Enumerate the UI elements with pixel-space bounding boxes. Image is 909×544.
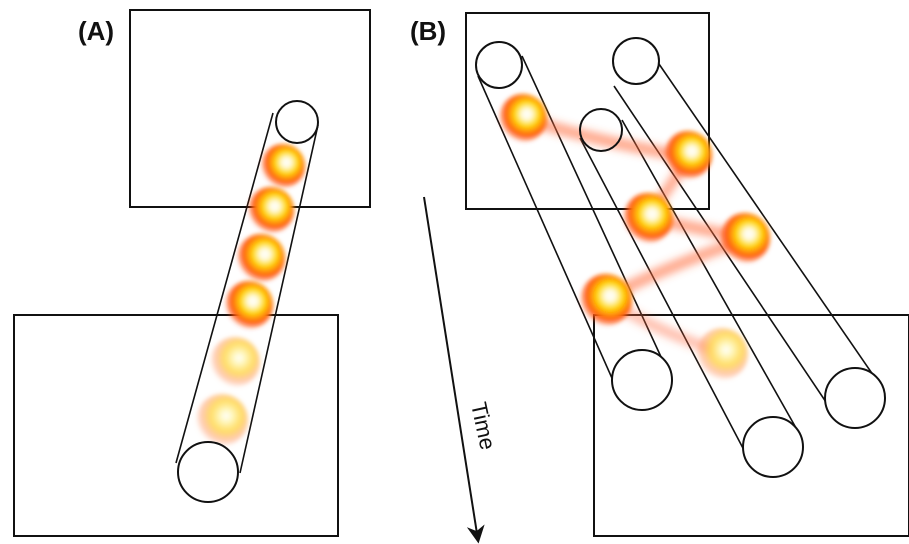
time-arrow [423,196,485,544]
blob-a2 [248,187,294,233]
panel-b-tube-2-top-end [579,108,623,152]
panel-a: (A) [13,9,371,537]
panel-a-tube-bottom-end [177,441,239,503]
time-label: Time [466,400,500,452]
blob-b6 [696,328,748,380]
panel-a-top-frame [129,9,371,208]
panel-b-label: (B) [410,16,446,46]
panel-b-tube-2 [579,119,801,453]
panel-b-tube-1-bottom-end [611,349,673,411]
panel-b-tube-3-bottom-end [824,367,886,429]
blob-b5 [580,274,632,326]
blob-b1 [499,94,547,142]
blob-b3 [623,193,673,243]
blob-a3 [237,234,285,282]
panel-b-top-frame [465,12,710,210]
blob-a4 [225,281,273,329]
panel-b-bottom-frame [593,314,909,537]
panel-a-blobs [196,144,305,446]
panel-a-tube [175,112,319,474]
panel-b-tube-3-top-end [612,37,660,85]
panel-b-tube-2-bottom-end [742,416,804,478]
blob-a1 [261,144,305,188]
panel-b: (B) [410,12,909,537]
blob-b2 [664,131,712,179]
panel-b-tube-1-top-end [475,41,523,89]
panel-b-blobs [499,94,770,380]
panel-a-label: (A) [78,16,114,46]
blob-a6 [196,394,248,446]
blob-a5 [210,337,260,387]
time-axis: Time [423,196,501,544]
blob-b4 [720,213,770,263]
panel-a-bottom-frame [13,314,339,537]
panel-a-tube-top-end [275,100,319,144]
